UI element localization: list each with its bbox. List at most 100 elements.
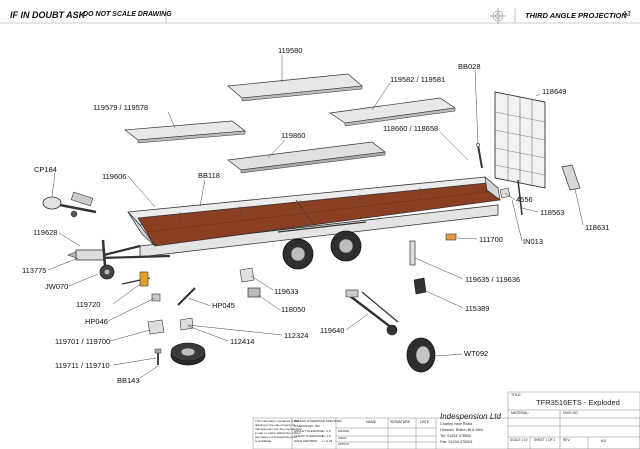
spec-line-3: ANGLE TOLERANCE bbox=[294, 429, 324, 433]
callout-118563: 118563 bbox=[540, 208, 565, 217]
title-field-label: TITLE: bbox=[511, 393, 522, 397]
trailer-body bbox=[127, 176, 501, 258]
callout-hp045: HP045 bbox=[212, 301, 235, 310]
col-header-name: NAME bbox=[366, 420, 377, 424]
spare-wheel-carrier-119640 bbox=[345, 289, 399, 336]
bracket-119633 bbox=[239, 267, 255, 283]
col-header-signature: SIGNATURE bbox=[390, 420, 411, 424]
callout-112414: 112414 bbox=[230, 337, 255, 346]
note-line-6: is prohibited. bbox=[255, 439, 273, 443]
callout-bb143: BB143 bbox=[117, 376, 140, 385]
spare-wheel bbox=[170, 342, 206, 366]
callout-113775: 113775 bbox=[22, 266, 47, 275]
doubt-notice: IF IN DOUBT ASK bbox=[10, 10, 86, 20]
callout-119580: 119580 bbox=[278, 46, 303, 55]
callout-119633: 119633 bbox=[274, 287, 299, 296]
callout-119635: 119635 / 119636 bbox=[465, 275, 521, 284]
col-header-date: DATE bbox=[420, 420, 430, 424]
callout-119720: 119720 bbox=[76, 300, 101, 309]
leader-lines bbox=[47, 55, 584, 379]
callout-4556: 4556 bbox=[516, 195, 533, 204]
note-line-4: in part or whole without the written bbox=[255, 431, 301, 435]
callout-118050: 118050 bbox=[281, 305, 306, 314]
perforated-panel-119860 bbox=[227, 141, 386, 174]
part-111700 bbox=[445, 233, 457, 241]
spec-line-5: HOLE CENTRES bbox=[294, 439, 318, 443]
callout-119628: 119628 bbox=[33, 228, 58, 237]
note-line-3: Indespension Ltd. Any reproduction bbox=[255, 427, 303, 431]
coupling-head-cp184 bbox=[42, 191, 97, 218]
callout-119582: 119582 / 119581 bbox=[390, 75, 446, 84]
callout-118649: 118649 bbox=[542, 87, 567, 96]
floor-panel-119580 bbox=[227, 73, 363, 102]
company-name: Indespension Ltd bbox=[440, 412, 501, 421]
callout-cp184: CP184 bbox=[34, 165, 57, 174]
rev-label: REV: bbox=[563, 438, 571, 442]
note-line-1: This information contained in this bbox=[255, 419, 299, 423]
company-address-4: Fax: 01204 478501 bbox=[440, 440, 473, 444]
floor-panel-119582 bbox=[329, 97, 456, 127]
part-118563 bbox=[517, 179, 523, 216]
callout-119640: 119640 bbox=[320, 326, 345, 335]
callout-in013: IN013 bbox=[523, 237, 544, 246]
row-label-chkd: CHKD bbox=[338, 436, 347, 440]
scale-notice: DO NOT SCALE DRAWING bbox=[83, 11, 172, 18]
dwg-no-label: DWG NO. bbox=[563, 411, 579, 415]
bolt-bb143 bbox=[154, 348, 162, 365]
row-label-drawn: DRAWN bbox=[338, 429, 350, 433]
projection-label: THIRD ANGLE PROJECTION bbox=[525, 11, 627, 20]
material-label: MATERIAL: bbox=[511, 411, 530, 415]
projection-symbol-icon bbox=[490, 8, 506, 24]
jockey-wheel-jw070 bbox=[99, 239, 115, 280]
callout-112324: 112324 bbox=[284, 331, 309, 340]
company-address-1: Charley New Road bbox=[440, 422, 472, 426]
part-118050 bbox=[247, 287, 261, 298]
note-line-5: permission of Indespension Ltd bbox=[255, 435, 297, 439]
plate-115389 bbox=[413, 277, 427, 295]
spec-value-5: +/- 0.25 bbox=[322, 439, 333, 443]
spec-value-4: +/- 1.0 bbox=[322, 434, 331, 438]
strut-bb028 bbox=[476, 143, 483, 169]
spec-line-2: DIMENSIONS: MM bbox=[294, 424, 320, 428]
callout-hp046: HP046 bbox=[85, 317, 108, 326]
header-strip bbox=[0, 8, 640, 24]
row-label-appvd: APPV'D bbox=[338, 442, 349, 446]
callout-111700: 111700 bbox=[479, 235, 503, 244]
callout-bb028: BB028 bbox=[458, 62, 481, 71]
callout-wt092: WT092 bbox=[464, 349, 489, 358]
spec-line-1: UNLESS OTHERWISE SPECIFIED bbox=[294, 419, 342, 423]
post-119635 bbox=[409, 240, 416, 266]
spec-line-4: LINEAR TOLERANCE bbox=[294, 434, 324, 438]
callout-bb118: BB118 bbox=[198, 171, 220, 180]
callout-119711: 119711 / 119710 bbox=[55, 361, 110, 370]
title-block-frame bbox=[252, 391, 640, 449]
floor-panel-119579 bbox=[124, 120, 246, 144]
callout-115389: 115389 bbox=[465, 304, 490, 313]
note-line-2: drawing is the sole property of bbox=[255, 423, 296, 427]
callout-jw070: JW070 bbox=[45, 282, 69, 291]
company-address-2: Horwich, Bolton BL6 6HG bbox=[440, 428, 484, 432]
title-block-sheet-size: A3 bbox=[601, 438, 606, 443]
sheet-count-label: SHEET 1 OF 1 bbox=[534, 438, 556, 442]
company-address-3: Tel: 01204 478500 bbox=[440, 434, 472, 438]
spec-value-3: +/- 0.5 bbox=[322, 429, 331, 433]
ramp-gate-118649 bbox=[494, 91, 546, 189]
plate-118631 bbox=[561, 164, 581, 191]
callout-119860: 119860 bbox=[281, 131, 306, 140]
callout-119701: 119701 / 119700 bbox=[55, 337, 111, 346]
header-sheet-size: A3 bbox=[622, 11, 631, 18]
clamp-112324 bbox=[179, 317, 194, 331]
drawing-title: TFR3516ETS - Exploded bbox=[536, 398, 620, 407]
callout-119579: 119579 / 119578 bbox=[93, 103, 149, 112]
scale-label: SCALE 1:10 bbox=[510, 438, 528, 442]
main-wheel-1 bbox=[282, 238, 314, 270]
callout-119606: 119606 bbox=[102, 172, 127, 181]
bar-hp045 bbox=[177, 287, 196, 306]
main-wheel-2 bbox=[330, 230, 362, 262]
clamp-119701 bbox=[147, 319, 165, 335]
wheel-wt092 bbox=[406, 337, 436, 373]
callout-118631: 118631 bbox=[585, 223, 610, 232]
part-hp046 bbox=[121, 271, 161, 302]
callout-118660: 118660 / 118658 bbox=[383, 124, 439, 133]
